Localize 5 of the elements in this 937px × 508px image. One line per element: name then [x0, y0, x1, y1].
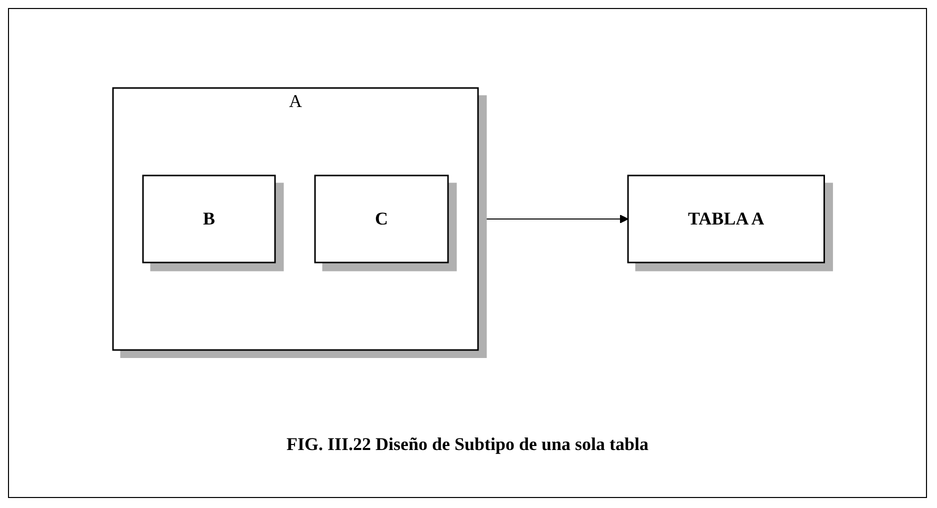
node-box: C	[314, 174, 450, 264]
node-box: TABLA A	[628, 174, 826, 264]
arrow	[478, 214, 629, 224]
node-box: B	[142, 174, 276, 264]
figure-caption: FIG. III.22 Diseño de Subtipo de una sola tabla	[286, 434, 649, 454]
